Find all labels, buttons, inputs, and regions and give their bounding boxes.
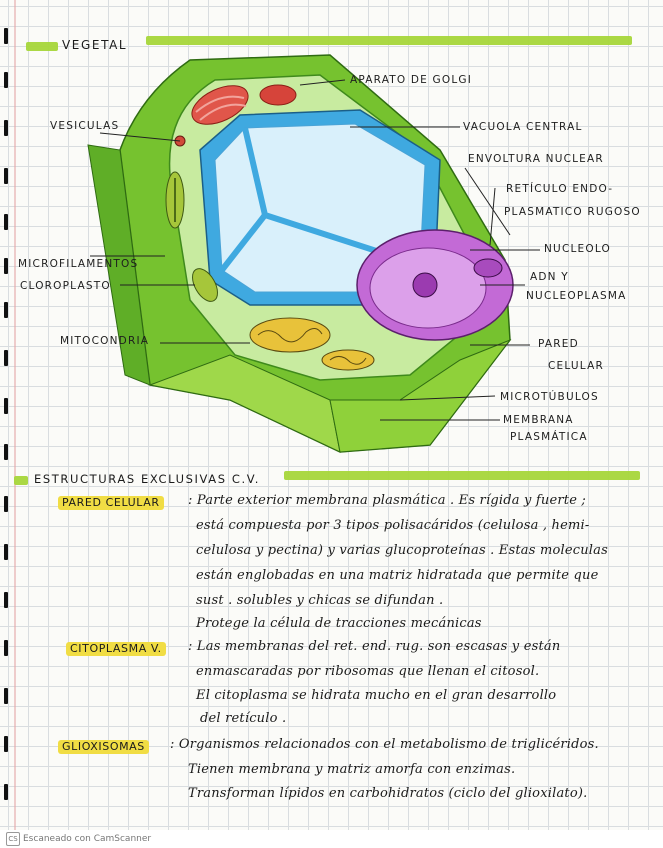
binder-mark xyxy=(4,640,8,656)
section-heading: ESTRUCTURAS EXCLUSIVAS C.V. xyxy=(34,472,260,486)
text-line: Tienen membrana y matriz amorfa con enzi… xyxy=(188,762,516,777)
label-cloroplasto: CLOROPLASTO xyxy=(20,280,111,292)
binder-mark xyxy=(4,72,8,88)
binder-mark xyxy=(4,736,8,752)
label-vacuola: VACUOLA CENTRAL xyxy=(463,121,583,133)
text-line: Transforman lípidos en carbohidratos (ci… xyxy=(188,786,588,801)
nucleus xyxy=(356,229,514,341)
binder-mark xyxy=(4,350,8,366)
label-nucleolo: NUCLEOLO xyxy=(544,243,611,255)
label-golgi: APARATO DE GOLGI xyxy=(350,74,473,86)
binder-mark xyxy=(4,544,8,560)
text-line: del retículo . xyxy=(200,711,287,726)
chloroplast xyxy=(165,171,218,302)
binder-mark xyxy=(4,168,8,184)
binder-mark xyxy=(4,214,8,230)
section-highlight-right xyxy=(284,471,640,480)
label-microfilamentos: MICROFILAMENTOS xyxy=(18,258,139,270)
margin-line xyxy=(14,0,16,830)
cell-wall-edge xyxy=(87,144,151,386)
label-reticulo-1: RETÍCULO ENDO- xyxy=(506,183,614,195)
binder-mark xyxy=(4,496,8,512)
binder-mark xyxy=(4,302,8,318)
title-highlight-left xyxy=(26,42,58,51)
text-line: está compuesta por 3 tipos polisacáridos… xyxy=(196,518,590,533)
text-line: sust . solubles y chicas se difundan . xyxy=(196,593,444,608)
binder-mark xyxy=(4,592,8,608)
label-membrana-2: PLASMÁTICA xyxy=(510,431,588,443)
tag-pared-celular: PARED CELULAR xyxy=(58,496,164,510)
label-adn-1: ADN Y xyxy=(530,271,569,283)
label-envoltura: ENVOLTURA NUCLEAR xyxy=(468,153,604,165)
label-adn-2: NUCLEOPLASMA xyxy=(526,290,627,302)
plant-cell-diagram xyxy=(87,54,540,453)
label-membrana-1: MEMBRANA xyxy=(503,414,574,426)
mitochondria xyxy=(249,317,375,371)
title-highlight-right xyxy=(146,36,632,45)
scanner-text: Escaneado con CamScanner xyxy=(23,834,152,844)
label-microtubulos: MICROTÚBULOS xyxy=(500,391,599,403)
label-mitocondria: MITOCONDRIA xyxy=(60,335,150,347)
binder-mark xyxy=(4,688,8,704)
binder-mark xyxy=(4,444,8,460)
text-line: : Organismos relacionados con el metabol… xyxy=(170,737,599,752)
text-line: están englobadas en una matriz hidratada… xyxy=(196,568,599,583)
text-line: El citoplasma se hidrata mucho en el gra… xyxy=(196,688,557,703)
binder-mark xyxy=(4,784,8,800)
cell-wall-side xyxy=(329,338,512,453)
text-line: : Parte exterior membrana plasmática . E… xyxy=(188,493,587,508)
camscanner-icon: CS xyxy=(6,831,20,846)
section-highlight-left xyxy=(14,476,28,485)
text-line: celulosa y pectina) y varias glucoproteí… xyxy=(196,543,608,558)
golgi-apparatus xyxy=(191,84,297,125)
leader-lines xyxy=(90,79,540,421)
label-pared-1: PARED xyxy=(538,338,579,350)
binder-mark xyxy=(4,258,8,274)
label-vesiculas: VESICULAS xyxy=(50,120,120,132)
text-line: : Las membranas del ret. end. rug. son e… xyxy=(188,639,561,654)
binder-mark xyxy=(4,398,8,414)
label-reticulo-2: PLASMATICO RUGOSO xyxy=(504,206,641,218)
tag-glioxisomas: GLIOXISOMAS xyxy=(58,740,149,754)
text-line: enmascaradas por ribosomas que llenan el… xyxy=(196,664,540,679)
diagram-title: VEGETAL xyxy=(62,38,128,52)
binder-mark xyxy=(4,120,8,136)
tag-citoplasma: CITOPLASMA V. xyxy=(66,642,166,656)
label-pared-2: CELULAR xyxy=(548,360,604,372)
binder-mark xyxy=(4,28,8,44)
text-line: Protege la célula de tracciones mecánica… xyxy=(196,616,482,631)
